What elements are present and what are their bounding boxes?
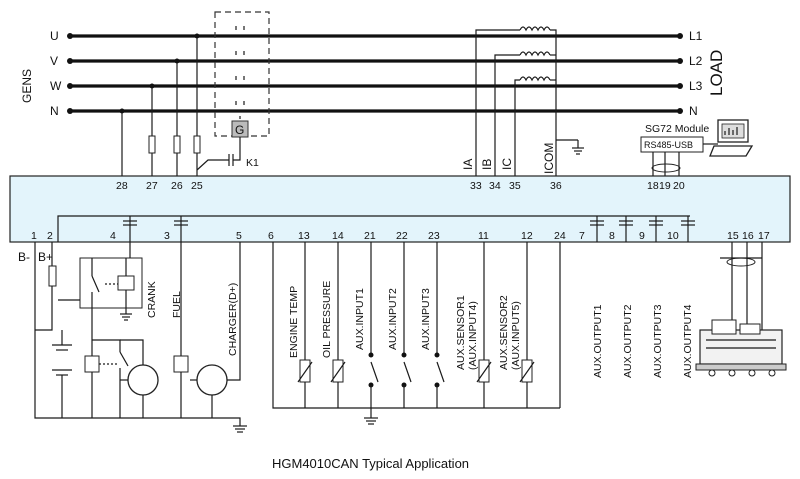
terminal-4: 4 bbox=[110, 230, 116, 242]
aux-output3-label: AUX.OUTPUT3 bbox=[652, 304, 664, 378]
crank-label: CRANK bbox=[146, 281, 158, 318]
terminal-6: 6 bbox=[268, 230, 274, 242]
aux-output4-label: AUX.OUTPUT4 bbox=[682, 304, 694, 378]
terminal-22: 22 bbox=[396, 230, 408, 242]
genset-icon bbox=[695, 319, 787, 377]
terminal-12: 12 bbox=[521, 230, 533, 242]
engine-temp-label: ENGINE TEMP bbox=[288, 286, 300, 358]
load-label-l2: L2 bbox=[689, 54, 703, 68]
terminal-23: 23 bbox=[428, 230, 440, 242]
diagram-caption: HGM4010CAN Typical Application bbox=[272, 456, 469, 471]
terminal-11: 11 bbox=[478, 230, 489, 242]
terminal-35: 35 bbox=[509, 180, 521, 192]
bus-label-u: U bbox=[50, 29, 59, 43]
bus-lines bbox=[67, 33, 683, 114]
controller-body bbox=[9, 175, 791, 243]
sg72-module-title: SG72 Module bbox=[645, 123, 709, 135]
bus-label-w: W bbox=[50, 79, 62, 93]
ct-ia-label: IA bbox=[461, 159, 475, 170]
terminal-36: 36 bbox=[550, 180, 562, 192]
battery-circuit bbox=[34, 242, 247, 433]
input-wiring bbox=[272, 242, 561, 425]
terminal-34: 34 bbox=[489, 180, 501, 192]
terminal-9: 9 bbox=[639, 230, 645, 242]
terminal-8: 8 bbox=[609, 230, 615, 242]
aux-sensor2-label: AUX.SENSOR2 bbox=[498, 295, 510, 370]
terminal-28: 28 bbox=[116, 180, 128, 192]
terminal-3: 3 bbox=[164, 230, 170, 242]
aux-input1-label: AUX.INPUT1 bbox=[354, 288, 366, 350]
terminal-21: 21 bbox=[364, 230, 376, 242]
terminal-17: 17 bbox=[758, 230, 770, 242]
terminal-19: 19 bbox=[659, 180, 671, 192]
laptop-icon bbox=[709, 119, 754, 157]
rs485-wires bbox=[651, 152, 681, 176]
terminal-1: 1 bbox=[31, 230, 37, 242]
can-wiring bbox=[720, 242, 763, 330]
terminal-15: 15 bbox=[727, 230, 739, 242]
aux-output2-label: AUX.OUTPUT2 bbox=[622, 304, 634, 378]
terminal-26: 26 bbox=[171, 180, 183, 192]
aux-sensor2-sub-label: (AUX.INPUT5) bbox=[510, 301, 522, 370]
terminal-18: 18 bbox=[647, 180, 659, 192]
ct-icom-label: ICOM bbox=[542, 143, 556, 174]
terminal-5: 5 bbox=[236, 230, 242, 242]
k1-label: K1 bbox=[246, 157, 259, 169]
load-label-n: N bbox=[689, 104, 698, 118]
rs485-usb-label: RS485-USB bbox=[644, 140, 693, 150]
terminal-7: 7 bbox=[579, 230, 585, 242]
load-label: LOAD bbox=[707, 50, 726, 96]
aux-sensor1-sub-label: (AUX.INPUT4) bbox=[467, 301, 479, 370]
aux-output1-label: AUX.OUTPUT1 bbox=[592, 304, 604, 378]
load-label-l3: L3 bbox=[689, 79, 703, 93]
internal-wiring bbox=[57, 215, 695, 242]
terminal-16: 16 bbox=[742, 230, 754, 242]
fuel-label: FUEL bbox=[171, 291, 183, 318]
breaker-g-label: G bbox=[235, 123, 244, 137]
aux-input3-label: AUX.INPUT3 bbox=[420, 288, 432, 350]
terminal-13: 13 bbox=[298, 230, 310, 242]
terminal-20: 20 bbox=[673, 180, 685, 192]
ct-ib-label: IB bbox=[480, 159, 494, 170]
terminal-2: 2 bbox=[47, 230, 53, 242]
terminal-10: 10 bbox=[667, 230, 679, 242]
ct-coils bbox=[475, 26, 584, 176]
ct-ic-label: IC bbox=[500, 158, 514, 170]
oil-pressure-label: OIL PRESSURE bbox=[321, 281, 333, 358]
terminal-27: 27 bbox=[146, 180, 158, 192]
battery-neg-label: B- bbox=[18, 250, 30, 264]
terminal-24: 24 bbox=[554, 230, 566, 242]
bus-label-v: V bbox=[50, 54, 58, 68]
terminal-33: 33 bbox=[470, 180, 482, 192]
terminal-14: 14 bbox=[332, 230, 344, 242]
bus-label-n: N bbox=[50, 104, 59, 118]
terminal-25: 25 bbox=[191, 180, 203, 192]
charger-label: CHARGER(D+) bbox=[227, 283, 239, 356]
load-label-l1: L1 bbox=[689, 29, 703, 43]
aux-sensor1-label: AUX.SENSOR1 bbox=[455, 295, 467, 370]
sensing-wires bbox=[119, 33, 241, 176]
battery-pos-label: B+ bbox=[38, 250, 53, 264]
gens-label: GENS bbox=[20, 69, 34, 103]
breaker bbox=[214, 11, 270, 138]
aux-input2-label: AUX.INPUT2 bbox=[387, 288, 399, 350]
